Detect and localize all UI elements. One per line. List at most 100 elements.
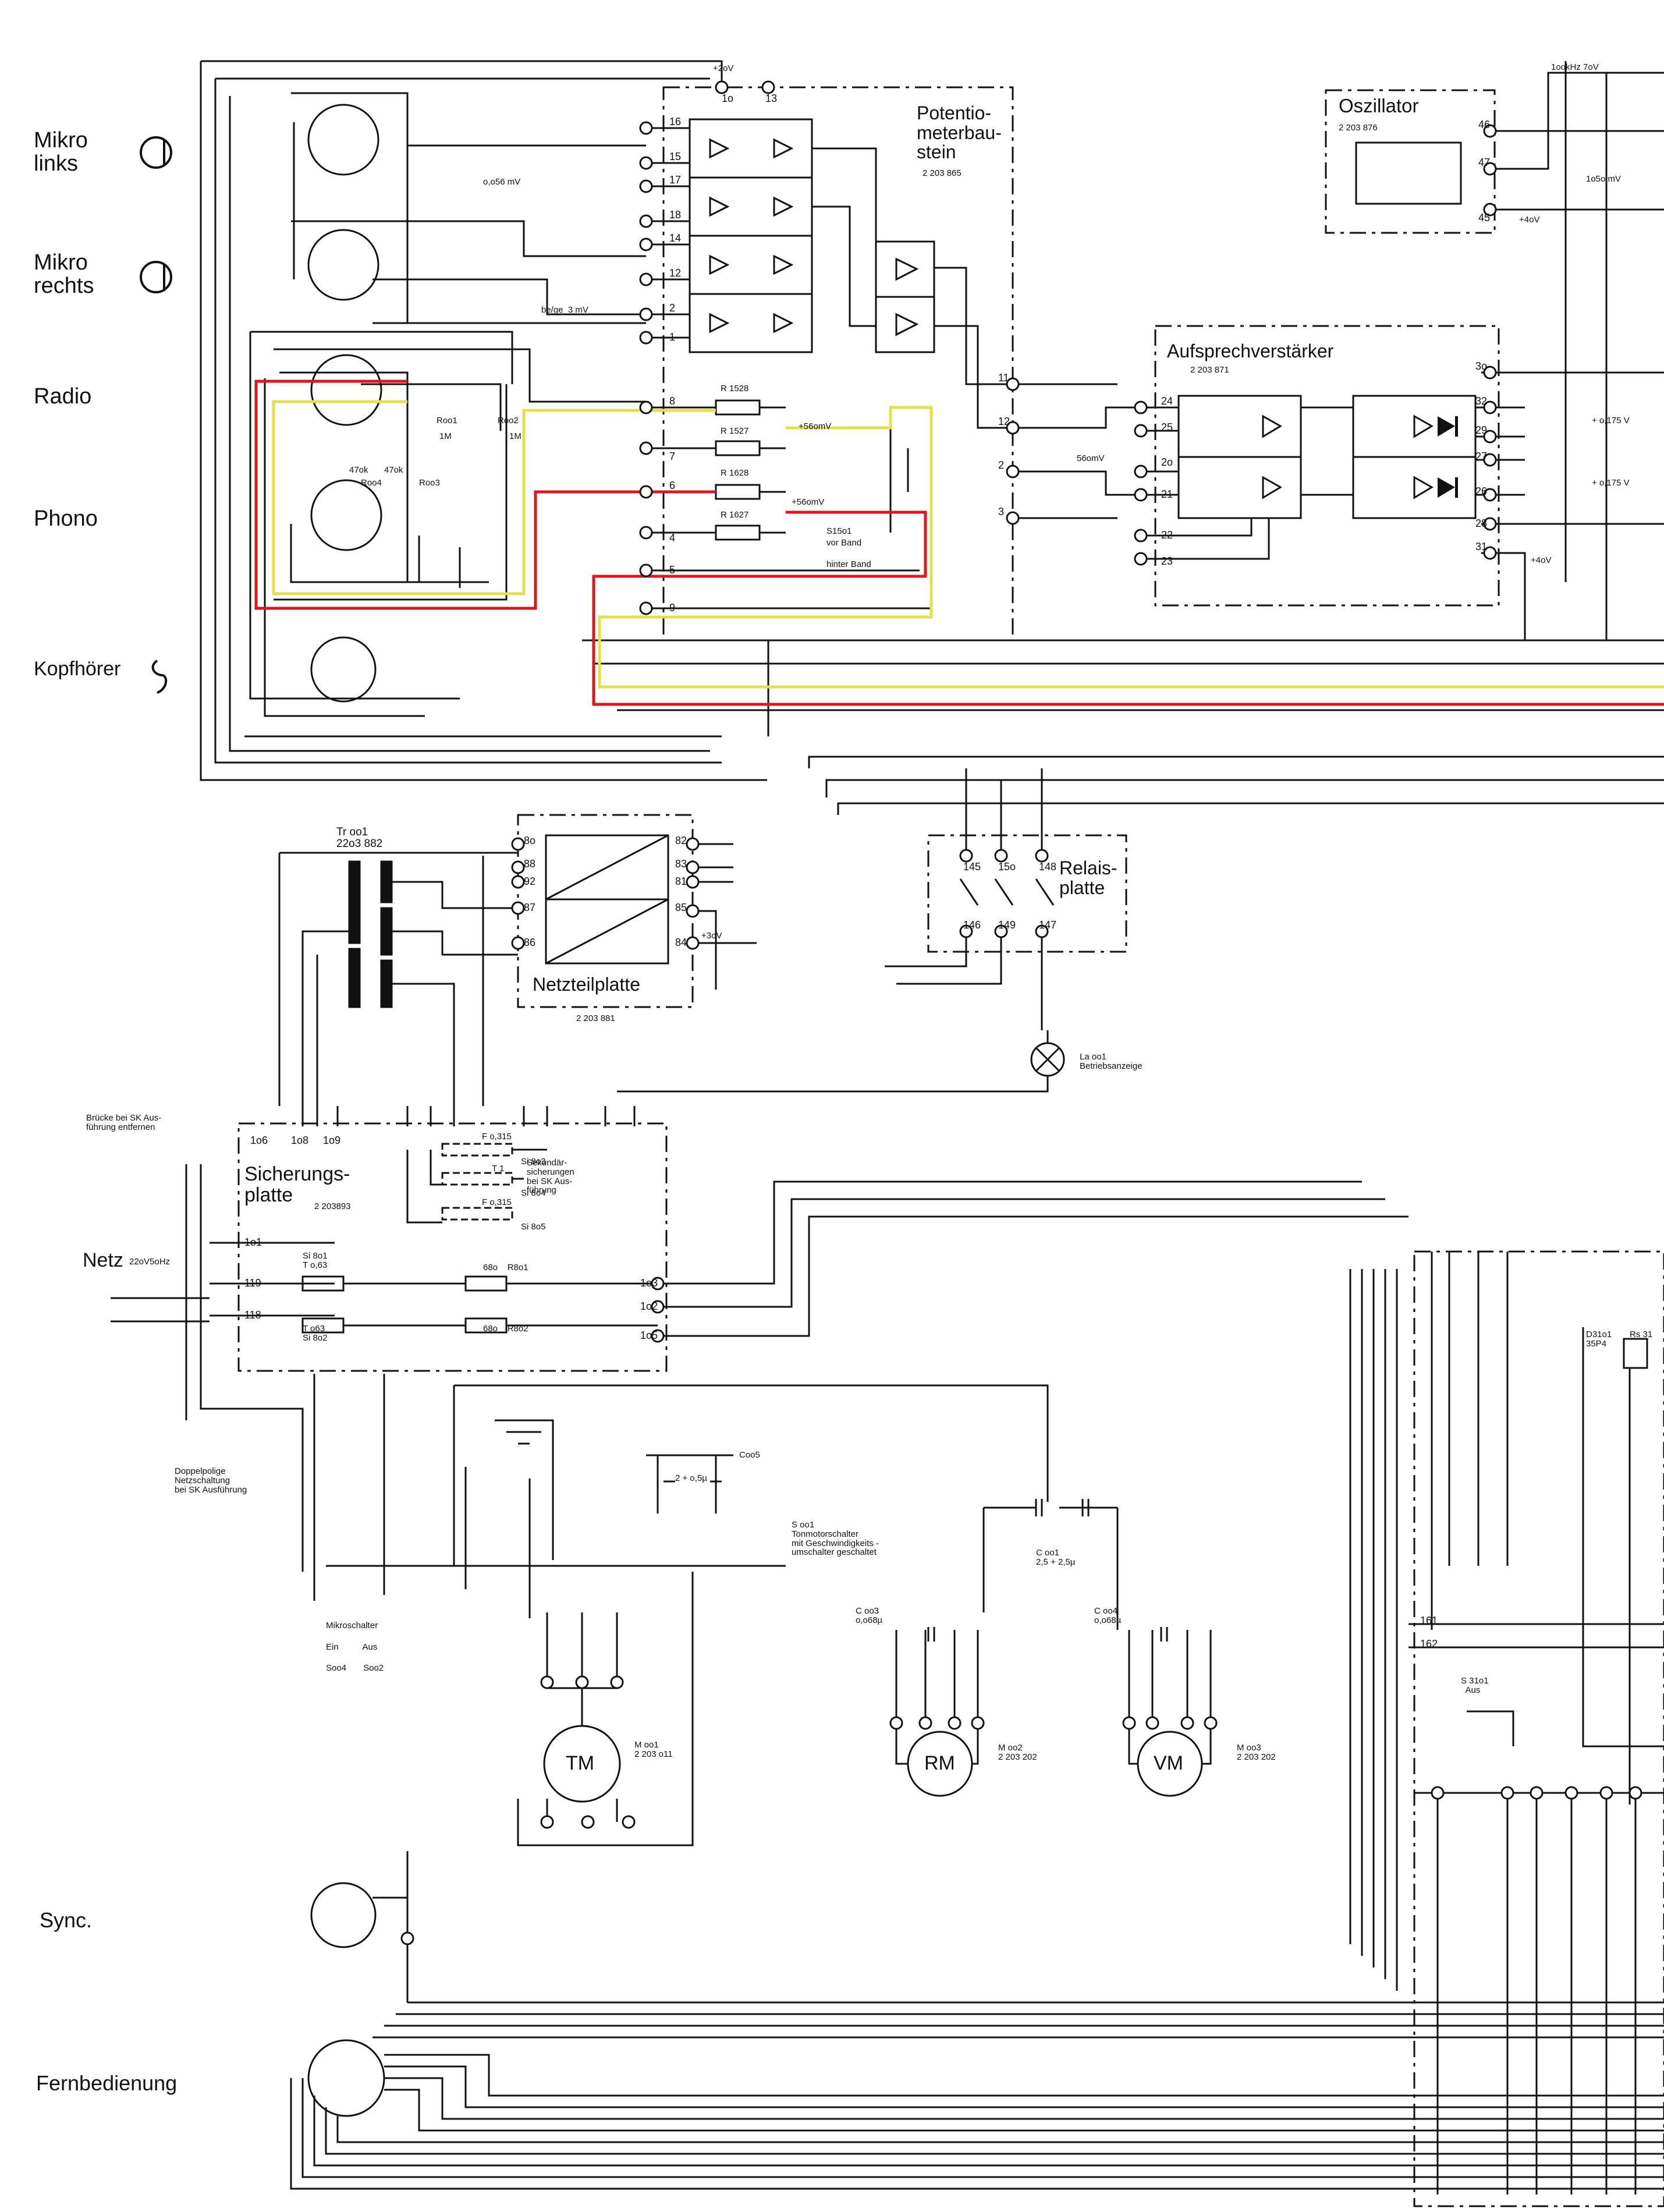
annot-c-oo1: C oo1 2,5 + 2,5µ: [1036, 1548, 1076, 1567]
annot-sekundaer: Sekundär- sicherungen bei SK Aus- führun…: [527, 1158, 574, 1196]
annot-ein-aus: Ein Aus: [326, 1642, 378, 1652]
svg-text:21: 21: [1161, 488, 1173, 500]
annot-d31o1: D31o1 35P4: [1586, 1330, 1612, 1349]
svg-text:14: 14: [669, 232, 681, 244]
annot-vm-part: M oo3 2 203 202: [1237, 1743, 1276, 1762]
part-netzteil: 2 203 881: [576, 1013, 615, 1023]
svg-text:3: 3: [998, 506, 1004, 517]
svg-text:1o5: 1o5: [640, 1330, 658, 1341]
svg-text:161: 161: [1420, 1615, 1438, 1626]
annot-s15o1: S15o1: [826, 526, 852, 536]
annot-oszi-1o5omv: 1o5o mV: [1586, 174, 1622, 184]
svg-text:2: 2: [998, 459, 1004, 471]
bus-line-top: [201, 60, 723, 87]
sicherung-block: [237, 1122, 668, 1372]
annot-plus2ov: +2oV: [713, 63, 734, 73]
svg-text:28: 28: [1475, 517, 1487, 529]
annot-o175-b: + o,175 V: [1592, 478, 1630, 488]
bus-line-left-3: [229, 96, 710, 752]
svg-text:15o: 15o: [998, 861, 1016, 873]
svg-text:1: 1: [669, 331, 675, 343]
svg-text:149: 149: [998, 919, 1016, 931]
svg-text:8o: 8o: [524, 835, 535, 846]
annot-hinter-band: hinter Band: [826, 559, 871, 569]
label-netz: Netz: [83, 1249, 123, 1271]
annot-56mv: o,o56 mV: [483, 177, 521, 187]
svg-text:148: 148: [1039, 861, 1056, 873]
svg-text:145: 145: [963, 861, 981, 873]
annot-roo3: Roo3: [419, 478, 440, 488]
svg-text:31: 31: [1475, 541, 1487, 552]
svg-text:146: 146: [963, 919, 981, 931]
label-mikro-links: Mikro links: [34, 128, 88, 176]
part-aufsprech: 2 203 871: [1190, 365, 1229, 375]
socket-mikro-links: [307, 104, 379, 176]
svg-text:118: 118: [244, 1309, 261, 1321]
mic-right-icon: [140, 261, 172, 293]
socket-mikro-rechts: [307, 229, 379, 301]
annot-be-ge-3mv: be/ge 3 mV: [541, 305, 588, 315]
svg-text:1o6: 1o6: [250, 1135, 268, 1146]
svg-text:25: 25: [1161, 421, 1173, 433]
svg-text:46: 46: [1478, 119, 1490, 130]
socket-radio: [310, 354, 382, 426]
annot-si-8o1: Si 8o1 T o,63: [303, 1251, 328, 1270]
svg-text:1o2: 1o2: [640, 1300, 658, 1312]
svg-text:29: 29: [1475, 424, 1487, 436]
title-relais: Relais- platte: [1059, 857, 1117, 898]
svg-text:84: 84: [675, 937, 687, 948]
title-netzteil: Netzteilplatte: [533, 974, 640, 995]
annot-roo4: Roo4: [361, 478, 382, 488]
annot-rs31: Rs 31: [1630, 1330, 1653, 1339]
svg-text:7: 7: [669, 451, 675, 462]
svg-text:12: 12: [669, 267, 681, 279]
title-transformer: Tr oo1 22o3 882: [336, 826, 383, 850]
annot-56omv-a: +56omV: [799, 421, 832, 431]
svg-text:11: 11: [998, 372, 1009, 384]
svg-text:1o9: 1o9: [323, 1135, 340, 1146]
svg-text:12: 12: [998, 416, 1010, 427]
svg-text:27: 27: [1475, 451, 1487, 462]
svg-text:23: 23: [1161, 555, 1173, 567]
annot-si-8o3: Si 8o3: [521, 1157, 546, 1167]
annot-rm-part: M oo2 2 203 202: [998, 1743, 1037, 1762]
annot-r1528: R 1528: [721, 384, 749, 394]
svg-text:1o: 1o: [722, 93, 733, 104]
annot-t1: T 1: [492, 1164, 505, 1174]
svg-text:5: 5: [669, 564, 675, 576]
annot-la-oo1: La oo1 Betriebsanzeige: [1080, 1052, 1143, 1071]
annot-mikroschalter: Mikroschalter: [326, 1621, 378, 1630]
label-mikro-rechts: Mikro rechts: [34, 250, 94, 298]
socket-phono: [310, 479, 382, 551]
annot-doppelpolig: Doppelpolige Netzschaltung bei SK Ausfüh…: [175, 1466, 247, 1495]
svg-text:1o8: 1o8: [291, 1135, 308, 1146]
label-netz-spec: 22oV5oHz: [129, 1257, 171, 1267]
annot-vor-band: vor Band: [826, 538, 862, 548]
svg-text:1o1: 1o1: [244, 1236, 262, 1248]
svg-text:18: 18: [669, 209, 681, 221]
annot-si-8o2: T o63 Si 8o2: [303, 1324, 328, 1343]
svg-text:6: 6: [669, 480, 675, 491]
svg-text:13: 13: [765, 93, 777, 104]
annot-c-oo5: Coo5: [739, 1450, 760, 1460]
annot-56omv-b: +56omV: [792, 497, 825, 507]
annot-r-8o1: 68o R8o1: [483, 1263, 528, 1272]
annot-plus4ov-b: +4oV: [1531, 555, 1552, 565]
title-aufsprech: Aufsprechverstärker: [1167, 341, 1334, 361]
headphone-icon: [151, 660, 168, 694]
svg-text:162: 162: [1420, 1638, 1438, 1650]
svg-text:26: 26: [1475, 485, 1487, 497]
relais-block: [927, 834, 1127, 953]
svg-text:17: 17: [669, 174, 681, 186]
svg-text:87: 87: [524, 902, 535, 913]
bus-line-left-1: [200, 61, 767, 781]
motor-rm-label: RM: [924, 1752, 955, 1774]
svg-text:82: 82: [675, 835, 687, 846]
svg-text:2o: 2o: [1161, 456, 1173, 468]
label-radio: Radio: [34, 384, 92, 409]
svg-text:83: 83: [675, 858, 687, 870]
label-sync: Sync.: [40, 1908, 93, 1932]
annot-oszi-freq: 1ookHz 7oV: [1551, 62, 1599, 72]
annot-r-8o2: 68o R8o2: [483, 1324, 528, 1334]
